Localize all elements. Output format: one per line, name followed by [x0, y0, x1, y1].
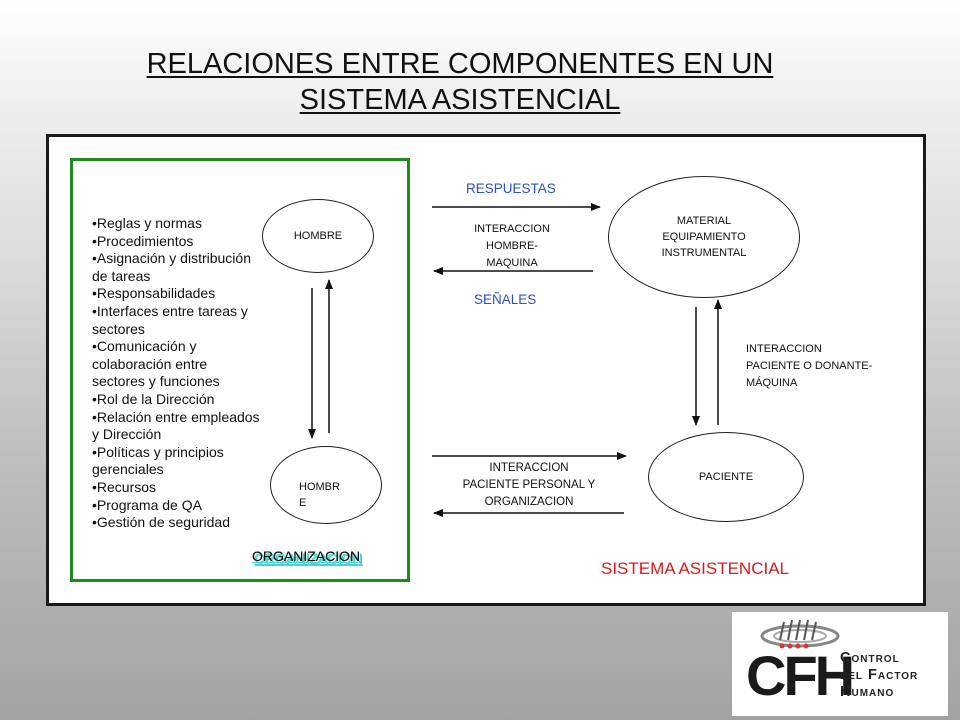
- cfh-line-3: Humano: [840, 684, 895, 700]
- hombre-node-bottom: HOMBR E: [270, 446, 382, 524]
- int-hm-line-2: HOMBRE-: [486, 240, 538, 252]
- int-pom-line-1: INTERACCION: [489, 462, 569, 474]
- cfh-initials: CFH: [746, 644, 855, 707]
- list-item: Procedimientos: [92, 233, 262, 251]
- title-line-1: RELACIONES ENTRE COMPONENTES EN UN: [146, 48, 774, 80]
- hombre-node-top: HOMBRE: [262, 199, 374, 273]
- interaccion-paciente-donante-label: INTERACCION PACIENTE O DONANTE- MÁQUINA: [746, 341, 916, 392]
- paciente-node: PACIENTE: [648, 432, 804, 522]
- int-hm-line-1: INTERACCION: [474, 223, 550, 235]
- page-title: RELACIONES ENTRE COMPONENTES EN UN SISTE…: [60, 46, 860, 118]
- list-item: Interfaces entre tareas y sectores: [92, 303, 262, 338]
- list-item: Relación entre empleados y Dirección: [92, 409, 262, 444]
- paciente-label: PACIENTE: [698, 471, 754, 483]
- material-label-3: INSTRUMENTAL: [661, 247, 747, 259]
- cfh-line-2: del Factor: [840, 667, 919, 683]
- list-item: Asignación y distribución de tareas: [92, 250, 262, 285]
- organization-list: Reglas y normas Procedimientos Asignació…: [92, 215, 262, 532]
- int-pom-line-3: ORGANIZACION: [484, 496, 574, 508]
- respuestas-label: RESPUESTAS: [466, 181, 556, 196]
- cfh-wordmark: Control del Factor Humano: [840, 650, 918, 701]
- senales-label: SEÑALES: [474, 292, 537, 307]
- int-pdm-line-3: MÁQUINA: [746, 377, 798, 389]
- list-item: Reglas y normas: [92, 215, 262, 233]
- organizacion-label: ORGANIZACION: [252, 548, 361, 564]
- material-label-2: EQUIPAMIENTO: [662, 231, 746, 243]
- interaccion-hombre-maquina-label: INTERACCION HOMBRE- MAQUINA: [460, 221, 564, 272]
- int-pom-line-2: PACIENTE PERSONAL Y: [462, 479, 596, 491]
- material-label-1: MATERIAL: [676, 215, 732, 227]
- material-node: MATERIAL EQUIPAMIENTO INSTRUMENTAL: [608, 176, 800, 298]
- list-item: Recursos: [92, 479, 262, 497]
- sistema-asistencial-label: SISTEMA ASISTENCIAL: [601, 559, 790, 578]
- list-item: Programa de QA: [92, 497, 262, 515]
- list-item: Responsabilidades: [92, 285, 262, 303]
- list-item: Comunicación y colaboración entre sector…: [92, 338, 262, 391]
- list-item: Gestión de seguridad: [92, 514, 262, 532]
- cfh-emblem-icon: [760, 619, 840, 649]
- cfh-logo: CFH Control del Factor Humano: [732, 612, 948, 716]
- int-pdm-line-2: PACIENTE O DONANTE-: [746, 360, 873, 372]
- cfh-line-1: Control: [840, 650, 900, 666]
- list-item: Rol de la Dirección: [92, 391, 262, 409]
- organization-frame: [70, 158, 410, 582]
- interaccion-paciente-organizacion-label: INTERACCION PACIENTE PERSONAL Y ORGANIZA…: [440, 460, 618, 511]
- int-pdm-line-1: INTERACCION: [746, 343, 822, 355]
- int-hm-line-3: MAQUINA: [486, 257, 538, 269]
- list-item: Políticas y principios gerenciales: [92, 444, 262, 479]
- hombre-top-label: HOMBRE: [293, 230, 343, 242]
- hombre-bottom-label: HOMBR E: [299, 481, 340, 509]
- title-line-2: SISTEMA ASISTENCIAL: [299, 84, 621, 116]
